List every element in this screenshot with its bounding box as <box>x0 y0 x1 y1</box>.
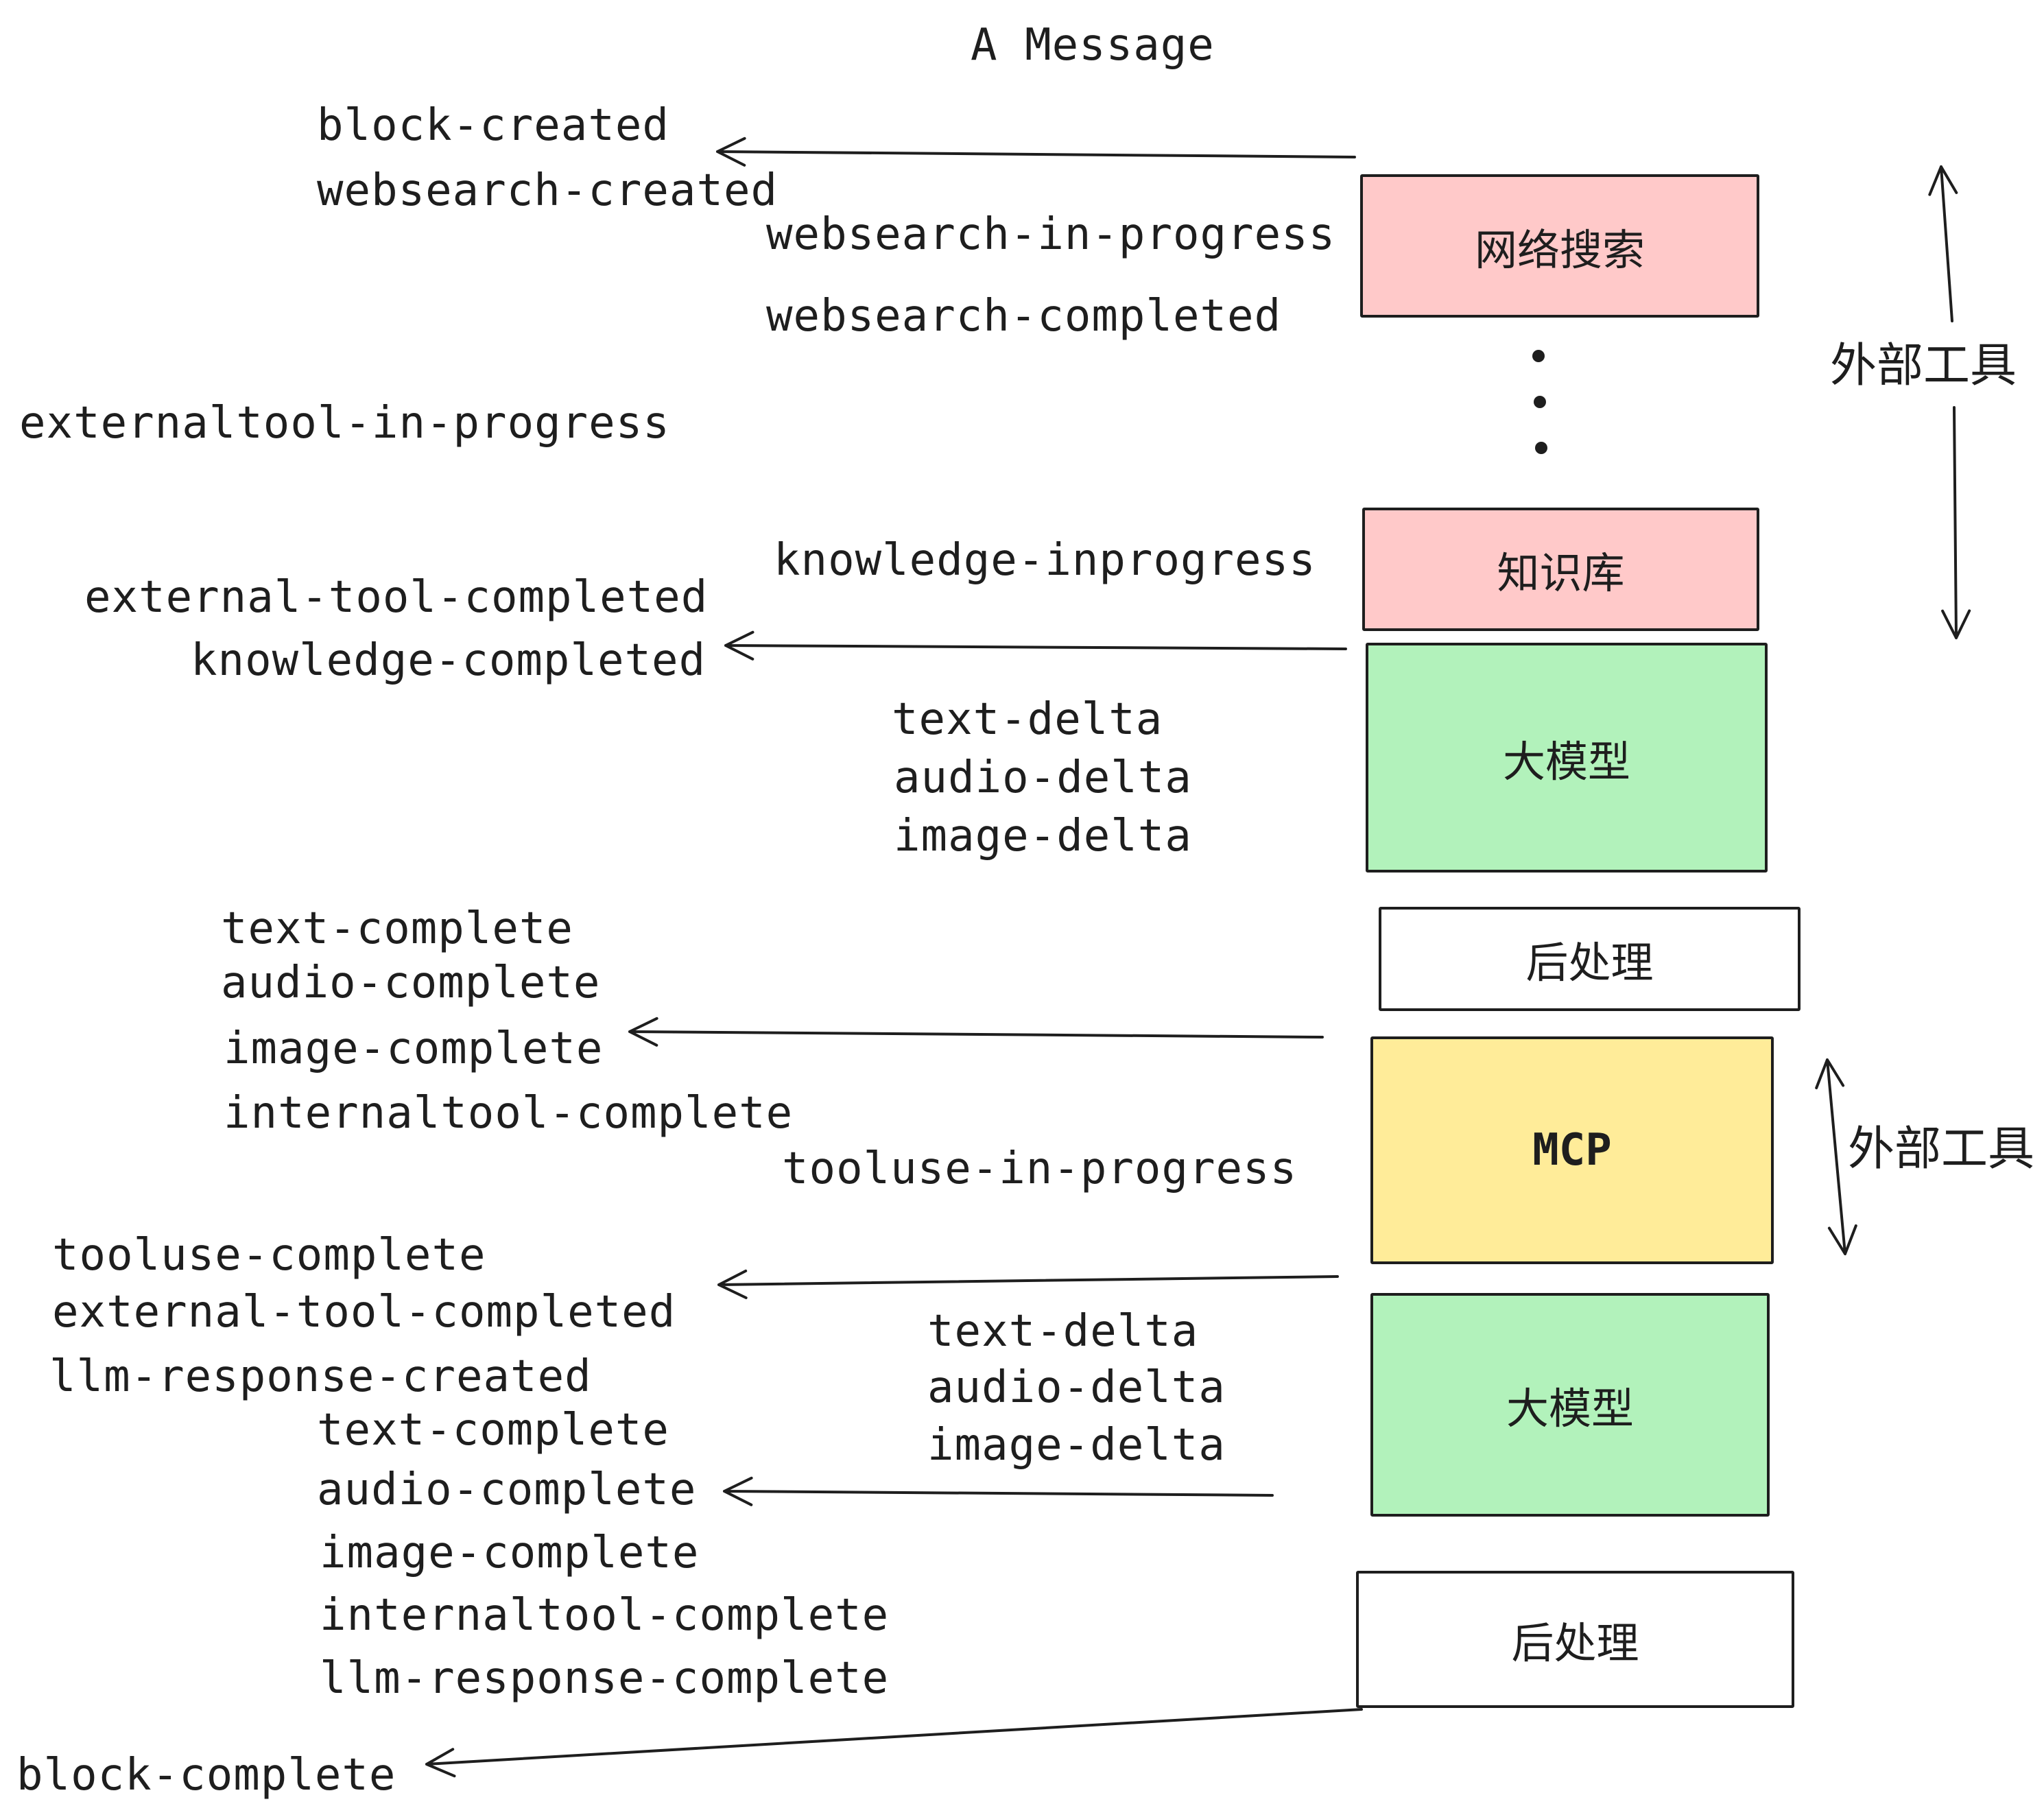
arrow-to-audio-complete <box>723 1476 1274 1506</box>
side-label-external-tools-1: 外部工具 <box>1830 340 2017 392</box>
event-external-tool-completed-2: external-tool-completed <box>52 1287 676 1338</box>
vertical-ellipsis-icon <box>1532 350 1547 454</box>
external-tools-arrow-down <box>1941 406 1971 639</box>
event-image-delta-2: image-delta <box>927 1420 1226 1471</box>
event-audio-complete-2: audio-complete <box>317 1464 697 1515</box>
mcp-external-tools-arrow <box>1815 1058 1857 1255</box>
event-knowledge-inprogress: knowledge-inprogress <box>774 535 1316 586</box>
event-websearch-in-progress: websearch-in-progress <box>766 209 1336 260</box>
box-postprocess-1: 后处理 <box>1379 907 1801 1011</box>
event-websearch-created: websearch-created <box>317 165 779 216</box>
event-text-complete-2: text-complete <box>317 1405 669 1456</box>
event-tooluse-in-progress: tooluse-in-progress <box>782 1143 1298 1194</box>
arrow-to-block-created <box>716 137 1356 167</box>
box-knowledge-label: 知识库 <box>1497 550 1625 597</box>
event-text-delta-1: text-delta <box>892 694 1163 745</box>
box-llm-2: 大模型 <box>1370 1293 1770 1517</box>
event-audio-complete-1: audio-complete <box>221 958 601 1008</box>
box-llm-1-label: 大模型 <box>1502 738 1630 786</box>
arrow-to-tooluse-complete <box>717 1269 1339 1299</box>
box-mcp-label: MCP <box>1532 1125 1612 1176</box>
event-block-created: block-created <box>317 100 669 151</box>
event-llm-response-complete: llm-response-complete <box>320 1653 890 1704</box>
box-postprocess-1-label: 后处理 <box>1525 940 1654 987</box>
event-image-delta-1: image-delta <box>894 811 1192 862</box>
box-knowledge: 知识库 <box>1362 508 1759 631</box>
external-tools-arrow-up <box>1928 165 1958 322</box>
box-postprocess-2-label: 后处理 <box>1511 1620 1639 1667</box>
event-tooluse-complete: tooluse-complete <box>52 1230 486 1281</box>
event-block-complete: block-complete <box>16 1750 396 1801</box>
box-websearch: 网络搜索 <box>1360 174 1759 318</box>
side-label-external-tools-2: 外部工具 <box>1848 1123 2035 1175</box>
box-postprocess-2: 后处理 <box>1356 1571 1794 1708</box>
arrow-to-block-complete <box>425 1708 1363 1778</box>
box-llm-1: 大模型 <box>1366 643 1768 873</box>
event-audio-delta-2: audio-delta <box>927 1362 1226 1413</box>
event-websearch-completed: websearch-completed <box>766 291 1282 342</box>
box-mcp: MCP <box>1370 1036 1774 1264</box>
event-external-tool-completed-1: external-tool-completed <box>84 572 709 623</box>
event-internaltool-complete-2: internaltool-complete <box>320 1590 890 1641</box>
event-text-complete-1: text-complete <box>221 903 573 954</box>
event-image-complete-1: image-complete <box>224 1023 604 1074</box>
event-llm-response-created: llm-response-created <box>49 1351 592 1402</box>
event-audio-delta-1: audio-delta <box>894 752 1192 803</box>
event-image-complete-2: image-complete <box>320 1528 700 1578</box>
event-knowledge-completed: knowledge-completed <box>191 635 706 686</box>
event-externaltool-in-progress: externaltool-in-progress <box>19 398 670 449</box>
arrow-to-knowledge-completed <box>724 630 1347 661</box>
event-text-delta-2: text-delta <box>927 1306 1199 1357</box>
box-websearch-label: 网络搜索 <box>1474 226 1645 274</box>
event-internaltool-complete-1: internaltool-complete <box>224 1088 794 1139</box>
box-llm-2-label: 大模型 <box>1506 1386 1634 1433</box>
diagram-title: A Message <box>971 20 1215 71</box>
arrow-to-image-complete <box>628 1017 1324 1047</box>
